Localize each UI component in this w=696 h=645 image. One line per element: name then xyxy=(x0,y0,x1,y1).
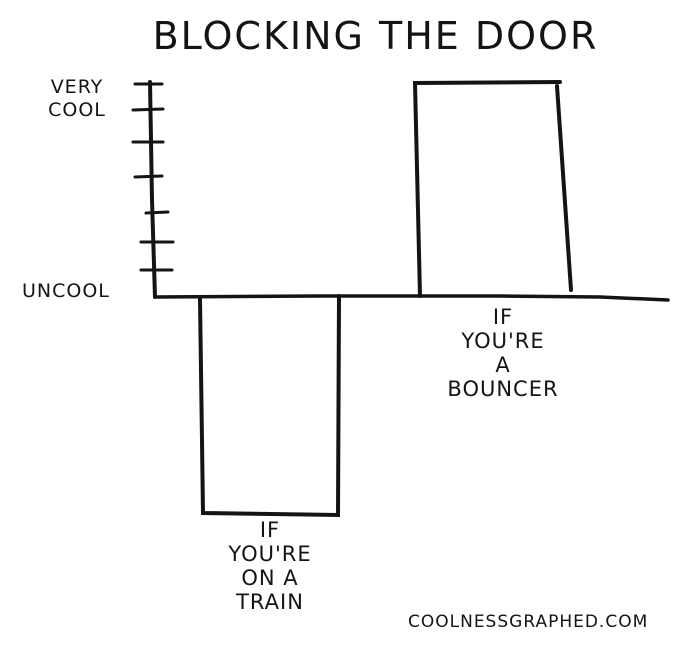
y-top-label-line1: Very xyxy=(50,76,104,98)
y-top-label-line2: Cool xyxy=(48,99,106,121)
cat0-line4: train xyxy=(236,590,304,614)
category-label-train: If You're on a train xyxy=(195,518,345,614)
cat1-line2: You're xyxy=(461,329,545,353)
chart-title: Blocking the Door xyxy=(152,14,599,58)
y-axis-ticks xyxy=(131,82,175,272)
cat1-line3: a xyxy=(495,353,511,377)
site-credit: Coolnessgraphed.com xyxy=(408,612,649,632)
bar-bouncer xyxy=(412,80,573,298)
cat0-line1: If xyxy=(259,518,281,542)
cat0-line3: on a xyxy=(241,566,299,590)
cat1-line4: Bouncer xyxy=(447,377,559,401)
y-axis-bottom-label: Uncool xyxy=(22,280,110,302)
bar-on-a-train xyxy=(198,294,341,518)
cat0-line2: You're xyxy=(228,542,312,566)
y-axis-top-label: Very Cool xyxy=(22,76,132,122)
cat1-line1: If xyxy=(492,305,514,329)
y-axis-line xyxy=(148,80,157,299)
category-label-bouncer: If You're a Bouncer xyxy=(418,305,588,401)
x-axis-line xyxy=(153,294,670,302)
